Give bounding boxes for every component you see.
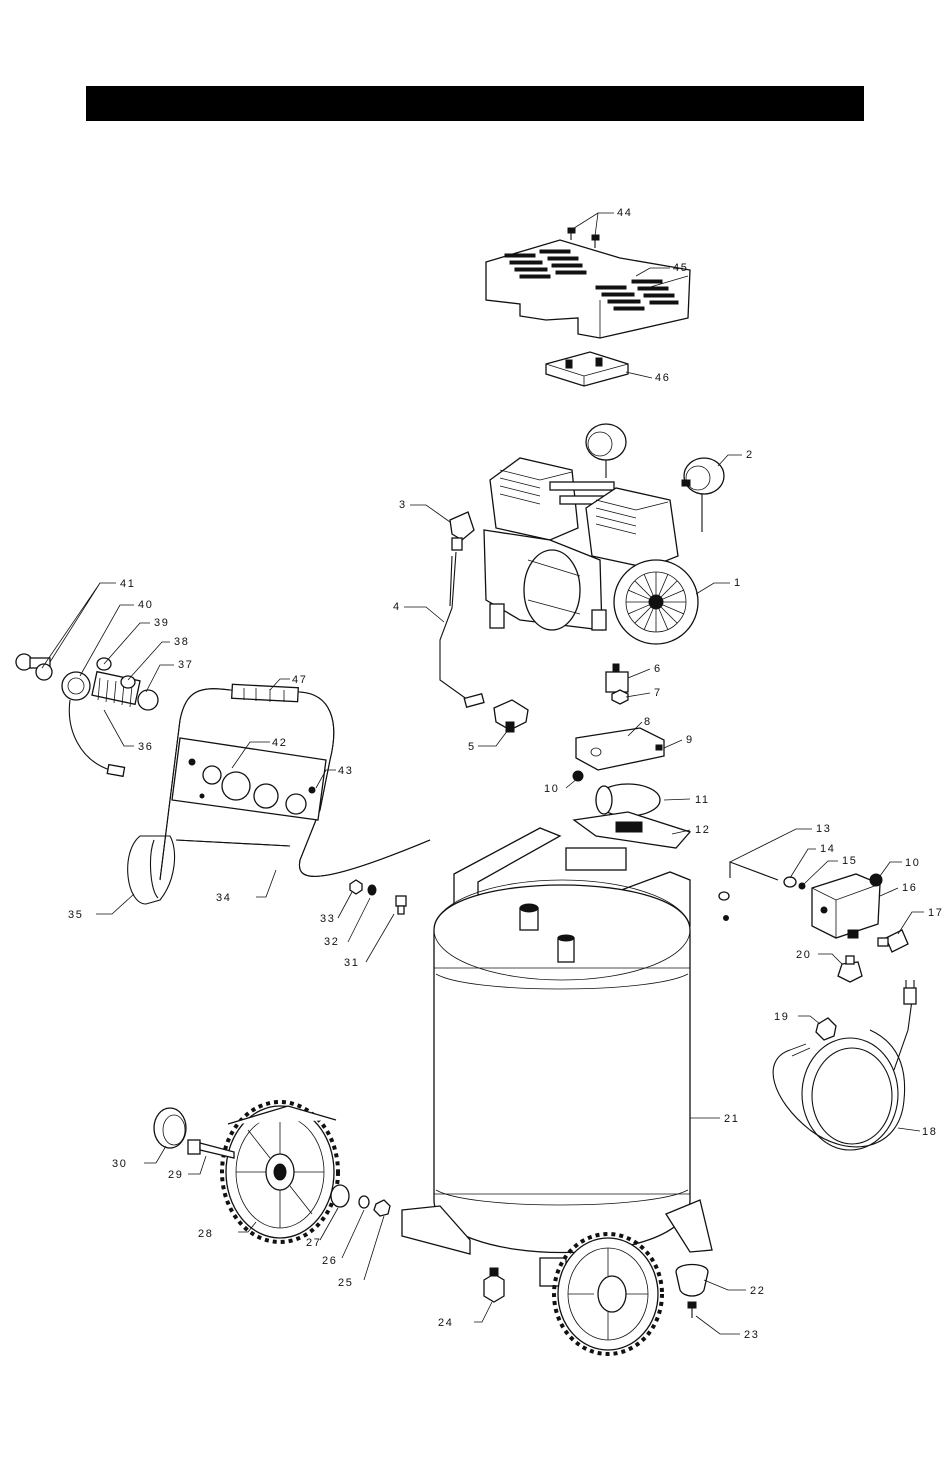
unloader-tube-part bbox=[719, 862, 805, 921]
callout-19: 19 bbox=[774, 1011, 789, 1023]
callout-39: 39 bbox=[154, 617, 169, 629]
capacitor-cover-part bbox=[576, 728, 664, 770]
discharge-tube-part bbox=[440, 552, 484, 707]
manifold-assembly-part bbox=[16, 654, 158, 776]
callout-24: 24 bbox=[438, 1317, 453, 1329]
pump-motor-part bbox=[484, 424, 724, 644]
callout-2: 2 bbox=[746, 449, 754, 461]
callout-25: 25 bbox=[338, 1277, 353, 1289]
callout-43: 43 bbox=[338, 765, 353, 777]
handle-bolt-part bbox=[350, 880, 406, 914]
callout-22: 22 bbox=[750, 1285, 765, 1297]
shroud-bracket-part bbox=[546, 352, 628, 386]
callout-26: 26 bbox=[322, 1255, 337, 1267]
callout-37: 37 bbox=[178, 659, 193, 671]
fitting-17-part bbox=[878, 930, 908, 952]
callout-1: 1 bbox=[734, 577, 742, 589]
rubber-foot-part bbox=[676, 1265, 708, 1319]
callout-18: 18 bbox=[922, 1126, 937, 1138]
elbow-fitting-part bbox=[450, 512, 474, 550]
drain-valve-part bbox=[484, 1268, 504, 1302]
callout-10b: 10 bbox=[905, 857, 920, 869]
callout-12: 12 bbox=[695, 824, 710, 836]
callout-46: 46 bbox=[655, 372, 670, 384]
handle-frame-part bbox=[160, 684, 430, 880]
shroud-cover-part bbox=[486, 240, 690, 338]
capacitor-part bbox=[573, 771, 660, 816]
callout-34: 34 bbox=[216, 892, 231, 904]
callout-14: 14 bbox=[820, 843, 835, 855]
air-tank-part bbox=[402, 828, 712, 1286]
callout-6: 6 bbox=[654, 663, 662, 675]
callout-3: 3 bbox=[399, 499, 407, 511]
callout-41: 41 bbox=[120, 578, 135, 590]
callout-40: 40 bbox=[138, 599, 153, 611]
callout-28: 28 bbox=[198, 1228, 213, 1240]
strain-relief-part bbox=[816, 1018, 836, 1040]
callout-16: 16 bbox=[902, 882, 917, 894]
callout-30: 30 bbox=[112, 1158, 127, 1170]
isolator-mount-part bbox=[606, 664, 628, 704]
callout-32: 32 bbox=[324, 936, 339, 948]
capacitor-bracket-part bbox=[574, 812, 690, 848]
hub-cap-part bbox=[154, 1108, 186, 1148]
callout-21: 21 bbox=[724, 1113, 739, 1125]
callout-7: 7 bbox=[654, 687, 662, 699]
callout-5: 5 bbox=[468, 741, 476, 753]
fitting-20-part bbox=[838, 956, 862, 982]
callout-27: 27 bbox=[306, 1237, 321, 1249]
callout-31: 31 bbox=[344, 957, 359, 969]
power-cord-part bbox=[773, 980, 916, 1150]
wheel-right-part bbox=[554, 1234, 662, 1354]
callout-4: 4 bbox=[393, 601, 401, 613]
callout-33: 33 bbox=[320, 913, 335, 925]
callout-42: 42 bbox=[272, 737, 287, 749]
check-valve-part bbox=[494, 700, 528, 732]
callout-9: 9 bbox=[686, 734, 694, 746]
callout-38: 38 bbox=[174, 636, 189, 648]
callout-36: 36 bbox=[138, 741, 153, 753]
callout-45: 45 bbox=[673, 262, 688, 274]
cord-hook-part bbox=[128, 836, 175, 904]
callout-8: 8 bbox=[644, 716, 652, 728]
callout-35: 35 bbox=[68, 909, 83, 921]
callout-13: 13 bbox=[816, 823, 831, 835]
callout-29: 29 bbox=[168, 1169, 183, 1181]
callout-10a: 10 bbox=[544, 783, 559, 795]
callout-47: 47 bbox=[292, 674, 307, 686]
wheel-spacer-part bbox=[331, 1185, 390, 1216]
callout-23: 23 bbox=[744, 1329, 759, 1341]
callout-15: 15 bbox=[842, 855, 857, 867]
callout-44: 44 bbox=[617, 207, 632, 219]
callout-20: 20 bbox=[796, 949, 811, 961]
pressure-switch-part bbox=[812, 874, 882, 938]
wheel-left-part bbox=[222, 1102, 338, 1242]
callout-17: 17 bbox=[928, 907, 943, 919]
callout-11: 11 bbox=[695, 794, 710, 806]
